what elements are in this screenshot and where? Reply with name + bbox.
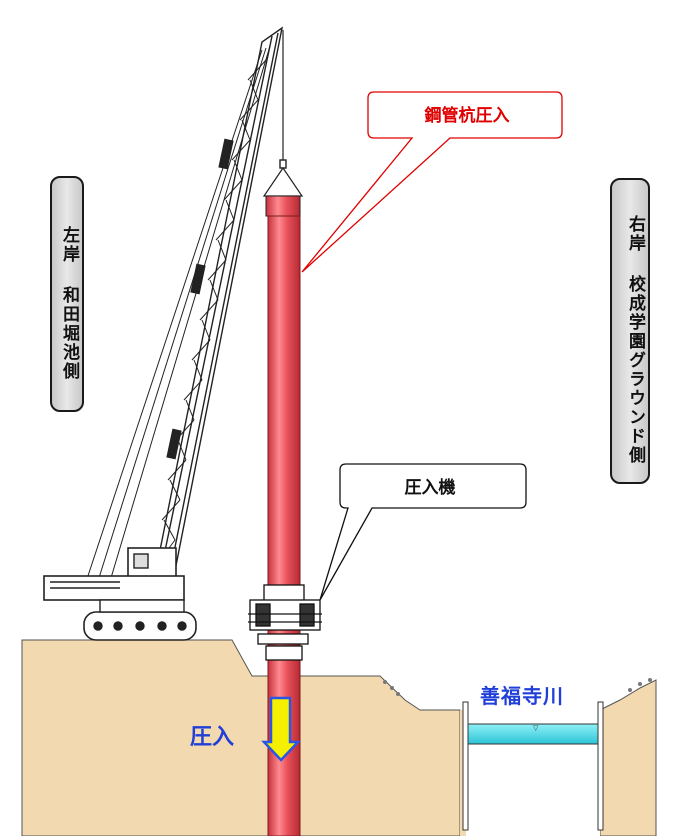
pipe-callout-text: 鋼管杭圧入 bbox=[424, 106, 510, 126]
ground-right bbox=[289, 675, 461, 836]
river-channel bbox=[466, 700, 600, 836]
machine-callout-text: 圧入機 bbox=[404, 478, 456, 498]
right-bank-label: 右岸 校成学園グラウンド側 bbox=[610, 178, 650, 484]
callout-pipe bbox=[301, 91, 563, 273]
river-label: 善福寺川 bbox=[480, 684, 564, 708]
sheet-pile-right bbox=[597, 701, 604, 831]
callout-machine bbox=[319, 463, 527, 601]
left-bank-label: 左岸 和田堀池側 bbox=[50, 176, 84, 412]
press-in-machine-icon bbox=[248, 584, 322, 661]
ground-right-bank bbox=[599, 679, 657, 836]
sheet-pile-left bbox=[462, 701, 469, 831]
bank-stones bbox=[383, 678, 652, 696]
water-level-mark: ▽ bbox=[533, 724, 539, 732]
press-label: 圧入 bbox=[190, 725, 235, 750]
down-arrow-icon bbox=[261, 696, 301, 762]
crawler-crane-icon bbox=[43, 26, 287, 641]
